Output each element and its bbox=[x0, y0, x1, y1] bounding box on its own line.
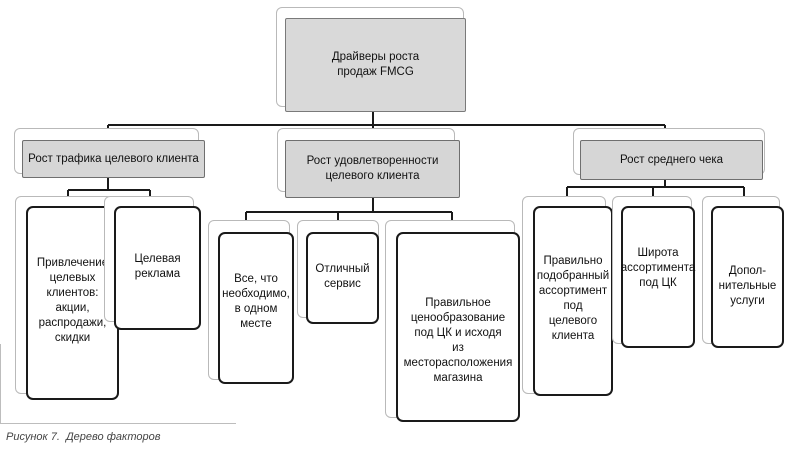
figure-caption-text: Дерево факторов bbox=[65, 431, 161, 443]
leaf-targeted-ads: Целевая реклама bbox=[114, 206, 201, 330]
root-node-label: Драйверы роста продаж FMCG bbox=[331, 51, 420, 78]
leaf-pricing: Правильное ценообразование под ЦК и исхо… bbox=[396, 232, 520, 422]
leaf-extra-services: Допол- нительные услуги bbox=[711, 206, 784, 348]
leaf-assortment: Правильно подобранный ассортимент под це… bbox=[533, 206, 613, 396]
leaf-one-stop-label: Все, что необходимо, в одном месте bbox=[222, 273, 290, 330]
caption-rule bbox=[0, 423, 236, 424]
branch-node-satisfaction: Рост удовлетворенности целевого клиента bbox=[285, 140, 460, 198]
leaf-excellent-service-label: Отличный сервис bbox=[315, 263, 370, 290]
branch-node-traffic: Рост трафика целевого клиента bbox=[22, 140, 205, 178]
page-edge-rule bbox=[0, 344, 1, 424]
leaf-attract-clients-label: Привлечение целевых клиентов: акции, рас… bbox=[36, 257, 109, 344]
branch-node-average-check: Рост среднего чека bbox=[580, 140, 763, 180]
branch-node-average-check-label: Рост среднего чека bbox=[619, 153, 724, 166]
leaf-excellent-service: Отличный сервис bbox=[306, 232, 379, 324]
leaf-pricing-label: Правильное ценообразование под ЦК и исхо… bbox=[403, 297, 513, 384]
leaf-attract-clients: Привлечение целевых клиентов: акции, рас… bbox=[26, 206, 119, 400]
leaf-one-stop: Все, что необходимо, в одном месте bbox=[218, 232, 294, 384]
leaf-assortment-label: Правильно подобранный ассортимент под це… bbox=[536, 255, 610, 342]
leaf-extra-services-label: Допол- нительные услуги bbox=[718, 265, 777, 307]
branch-node-satisfaction-label: Рост удовлетворенности целевого клиента bbox=[306, 155, 439, 182]
figure-caption: Рисунок 7. Дерево факторов bbox=[6, 431, 160, 443]
leaf-targeted-ads-label: Целевая реклама bbox=[134, 253, 181, 280]
figure-number: Рисунок 7. bbox=[6, 431, 60, 443]
branch-node-traffic-label: Рост трафика целевого клиента bbox=[28, 152, 199, 165]
leaf-assortment-range-label: Широта ассортимента под ЦК bbox=[620, 247, 696, 289]
leaf-assortment-range: Широта ассортимента под ЦК bbox=[621, 206, 695, 348]
root-node: Драйверы роста продаж FMCG bbox=[285, 18, 466, 112]
